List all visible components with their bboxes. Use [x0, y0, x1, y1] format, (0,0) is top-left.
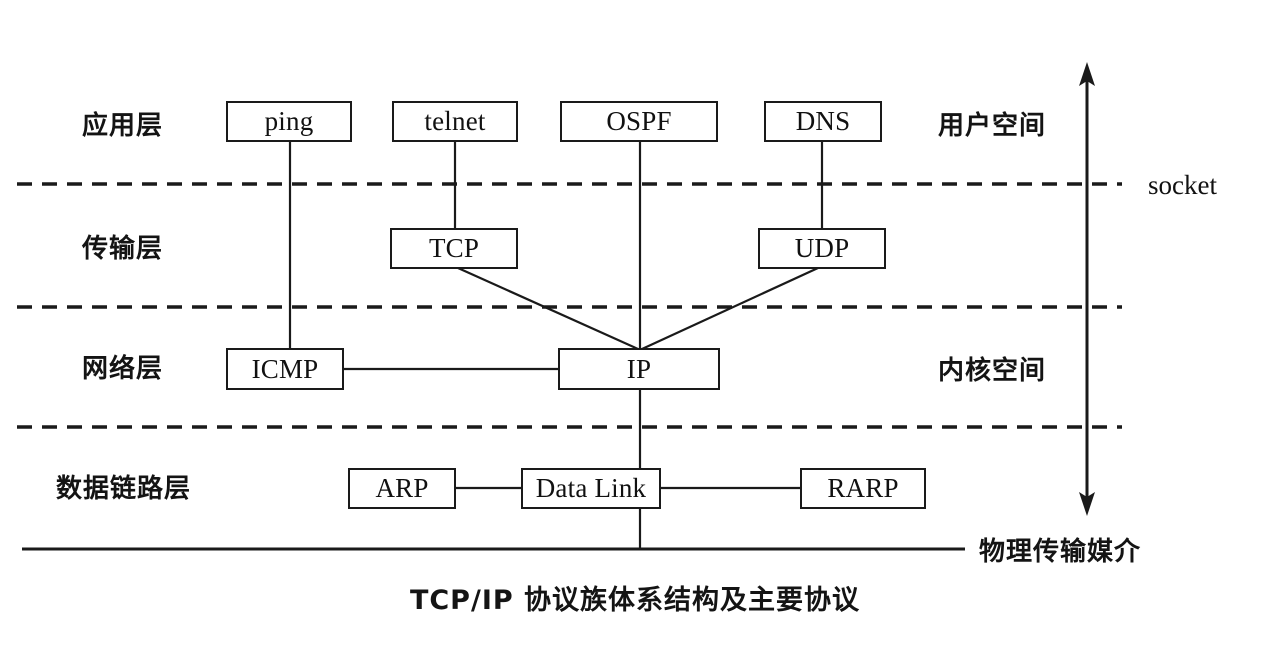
node-ip[interactable]: IP [558, 348, 720, 390]
layer-label-application: 应用层 [82, 111, 164, 141]
user-kernel-axis-arrow [1079, 62, 1095, 516]
node-icmp[interactable]: ICMP [226, 348, 344, 390]
label-kernel-space: 内核空间 [938, 356, 1047, 386]
node-dns[interactable]: DNS [764, 101, 882, 142]
node-data-link[interactable]: Data Link [521, 468, 661, 509]
label-physical-medium: 物理传输媒介 [979, 537, 1142, 567]
node-rarp[interactable]: RARP [800, 468, 926, 509]
node-arp[interactable]: ARP [348, 468, 456, 509]
layer-label-network: 网络层 [82, 354, 164, 384]
node-udp[interactable]: UDP [758, 228, 886, 269]
layer-label-datalink: 数据链路层 [56, 474, 192, 504]
figure-caption: TCP/IP 协议族体系结构及主要协议 [409, 585, 861, 616]
label-socket: socket [1148, 170, 1217, 200]
layer-label-transport: 传输层 [82, 234, 164, 264]
node-telnet[interactable]: telnet [392, 101, 518, 142]
connector-udp-ip [641, 267, 819, 350]
node-tcp[interactable]: TCP [390, 228, 518, 269]
label-user-space: 用户空间 [938, 111, 1047, 141]
connector-tcp-ip [457, 266, 639, 351]
node-ospf[interactable]: OSPF [560, 101, 718, 142]
node-ping[interactable]: ping [226, 101, 352, 142]
